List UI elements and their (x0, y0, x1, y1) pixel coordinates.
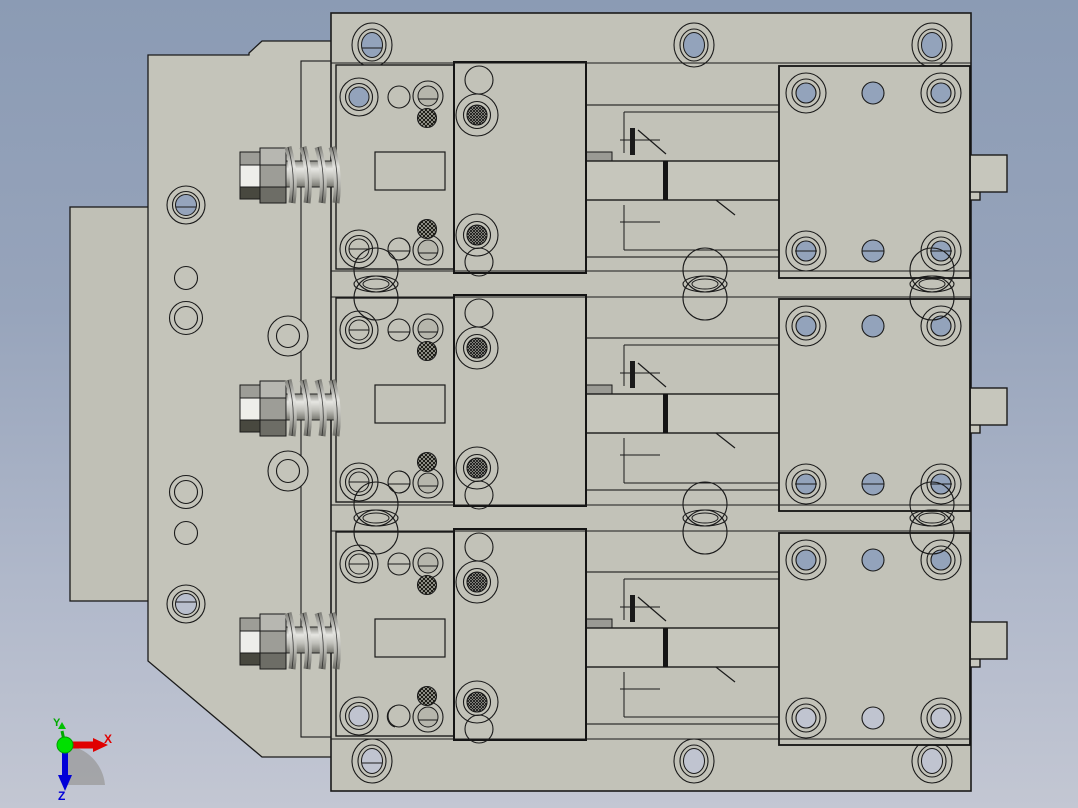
triad-rotation-arc (65, 745, 105, 785)
hex-nut (239, 147, 287, 204)
rear-plate-hole-4 (168, 474, 204, 510)
socket-head-screw (455, 326, 499, 370)
rear-plate-hole-5 (173, 520, 199, 546)
socket-head-screw (455, 213, 499, 257)
hex-nut (239, 380, 287, 437)
plain-hole (861, 314, 885, 338)
left-clamp-block-bottom[interactable] (335, 531, 457, 737)
left-clamp-block-middle[interactable] (335, 297, 457, 503)
plain-hole (861, 706, 885, 730)
hex-nut (239, 613, 287, 670)
clamp-module-bottom[interactable] (335, 528, 1008, 746)
knurled-set-screw (416, 574, 438, 596)
plain-hole (464, 714, 494, 744)
guide-bushing-2 (267, 450, 309, 492)
base-plate-hole-bottom-mid (673, 738, 715, 784)
knurled-set-screw (416, 685, 438, 707)
rear-plate-hole-2 (173, 265, 199, 291)
spring-plunger-bottom[interactable] (239, 612, 341, 670)
base-plate-hole-top-right (911, 22, 953, 68)
plain-hole (387, 237, 411, 261)
socket-head-screw (412, 234, 444, 266)
rear-plate-hole-1 (166, 185, 206, 225)
plain-hole (861, 81, 885, 105)
boss-counterbore (339, 229, 379, 269)
axis-label-y: Y (53, 717, 61, 729)
right-clamp-block-top[interactable] (778, 65, 971, 279)
socket-head-screw (412, 80, 444, 112)
socket-head-screw (455, 560, 499, 604)
plain-hole (861, 239, 885, 263)
shaft-joint-middle (663, 394, 668, 433)
center-clamp-block-top[interactable] (453, 61, 587, 277)
center-clamp-block-middle[interactable] (453, 294, 587, 510)
counterbore-screw (920, 305, 962, 347)
spring-plunger-top[interactable] (239, 146, 341, 204)
rear-plate-hole-6 (166, 584, 206, 624)
clamp-module-middle[interactable] (335, 294, 1008, 512)
center-clamp-block-bottom[interactable] (453, 528, 587, 744)
counterbore-screw (785, 697, 827, 739)
socket-head-screw (455, 446, 499, 490)
plain-hole (387, 470, 411, 494)
plain-hole (464, 480, 494, 510)
socket-head-screw (412, 701, 444, 733)
guide-bushing-1 (267, 315, 309, 357)
module-seam-lines (331, 62, 971, 740)
counterbore-screw (785, 539, 827, 581)
plain-hole (861, 472, 885, 496)
axis-label-x: X (104, 732, 113, 746)
counterbore-screw (920, 539, 962, 581)
knurled-set-screw (416, 340, 438, 362)
boss-counterbore (339, 310, 379, 350)
counterbore-screw (785, 463, 827, 505)
counterbore-screw (920, 463, 962, 505)
plain-hole (386, 704, 411, 728)
side-output-tab-top (969, 154, 1008, 193)
right-clamp-block-bottom[interactable] (778, 532, 971, 746)
compression-spring (284, 612, 341, 670)
compression-spring (284, 146, 341, 204)
triad-origin-ball (56, 736, 74, 754)
socket-head-screw (412, 547, 444, 579)
counterbore-screw (920, 230, 962, 272)
counterbore-screw (785, 72, 827, 114)
knurled-set-screw (416, 107, 438, 129)
counterbore-screw (785, 230, 827, 272)
counterbore-screw (920, 72, 962, 114)
base-plate-hole-bottom-right (911, 738, 953, 784)
shaft-joint-top (663, 161, 668, 200)
knurled-set-screw (416, 218, 438, 240)
socket-head-screw (412, 467, 444, 499)
plain-hole (387, 552, 411, 576)
plain-hole (387, 85, 411, 109)
module-internal-geometry-middle (563, 337, 787, 491)
orientation-triad[interactable] (56, 722, 108, 791)
boss-counterbore (339, 77, 379, 117)
base-plate-hole-top-mid (673, 22, 715, 68)
clamp-module-top[interactable] (335, 61, 1008, 279)
axis-label-z: Z (58, 789, 66, 803)
plain-hole (464, 247, 494, 277)
plain-hole (861, 548, 885, 572)
rear-left-extension-tab (69, 206, 153, 602)
left-clamp-block-top[interactable] (335, 64, 457, 270)
rear-plate-hole-3 (168, 300, 204, 336)
boss-counterbore (339, 544, 379, 584)
knurled-set-screw (416, 451, 438, 473)
counterbore-screw (920, 697, 962, 739)
side-output-tab-bottom (969, 621, 1008, 660)
boss-counterbore (339, 696, 379, 736)
counterbore-screw (785, 305, 827, 347)
socket-head-screw (412, 313, 444, 345)
compression-spring (284, 379, 341, 437)
right-clamp-block-middle[interactable] (778, 298, 971, 512)
spring-plunger-middle[interactable] (239, 379, 341, 437)
side-output-tab-middle (969, 387, 1008, 426)
shaft-joint-bottom (663, 628, 668, 667)
socket-head-screw (455, 93, 499, 137)
plain-hole (387, 318, 411, 342)
